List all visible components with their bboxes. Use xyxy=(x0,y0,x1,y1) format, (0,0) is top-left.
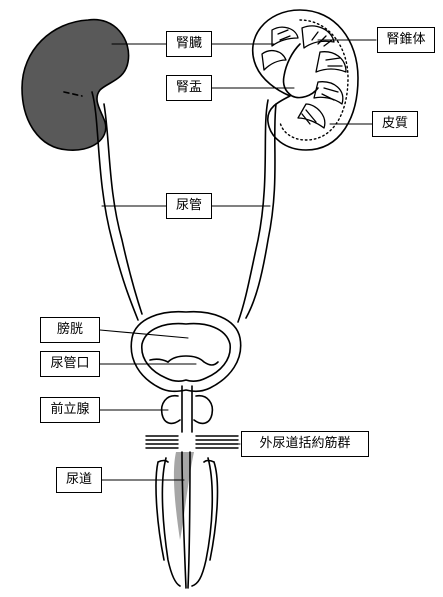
label-cortex: 皮質 xyxy=(372,111,418,137)
left-kidney xyxy=(22,20,129,151)
label-ureteral-orifice: 尿管口 xyxy=(40,351,100,377)
prostate-right xyxy=(194,396,212,424)
right-ureter xyxy=(238,100,268,322)
label-ureter: 尿管 xyxy=(166,193,212,219)
label-kidney: 腎臓 xyxy=(166,31,212,57)
right-ureter-inner xyxy=(246,104,276,318)
ureteral-orifice-mark xyxy=(150,359,168,362)
label-prostate: 前立腺 xyxy=(40,397,100,423)
label-urethra: 尿道 xyxy=(56,467,102,493)
label-renal-pelvis: 腎盂 xyxy=(166,75,212,101)
sphincter-bands xyxy=(146,436,238,448)
label-bladder: 膀胱 xyxy=(40,317,100,343)
penis-outer-right xyxy=(192,458,212,586)
label-renal-pyramid: 腎錐体 xyxy=(377,27,435,53)
left-ureter-inner xyxy=(104,104,142,314)
prostatic-urethra xyxy=(182,386,192,432)
label-external-urethral-sphincter: 外尿道括約筋群 xyxy=(241,431,369,457)
bladder-inner-wall xyxy=(142,324,230,382)
